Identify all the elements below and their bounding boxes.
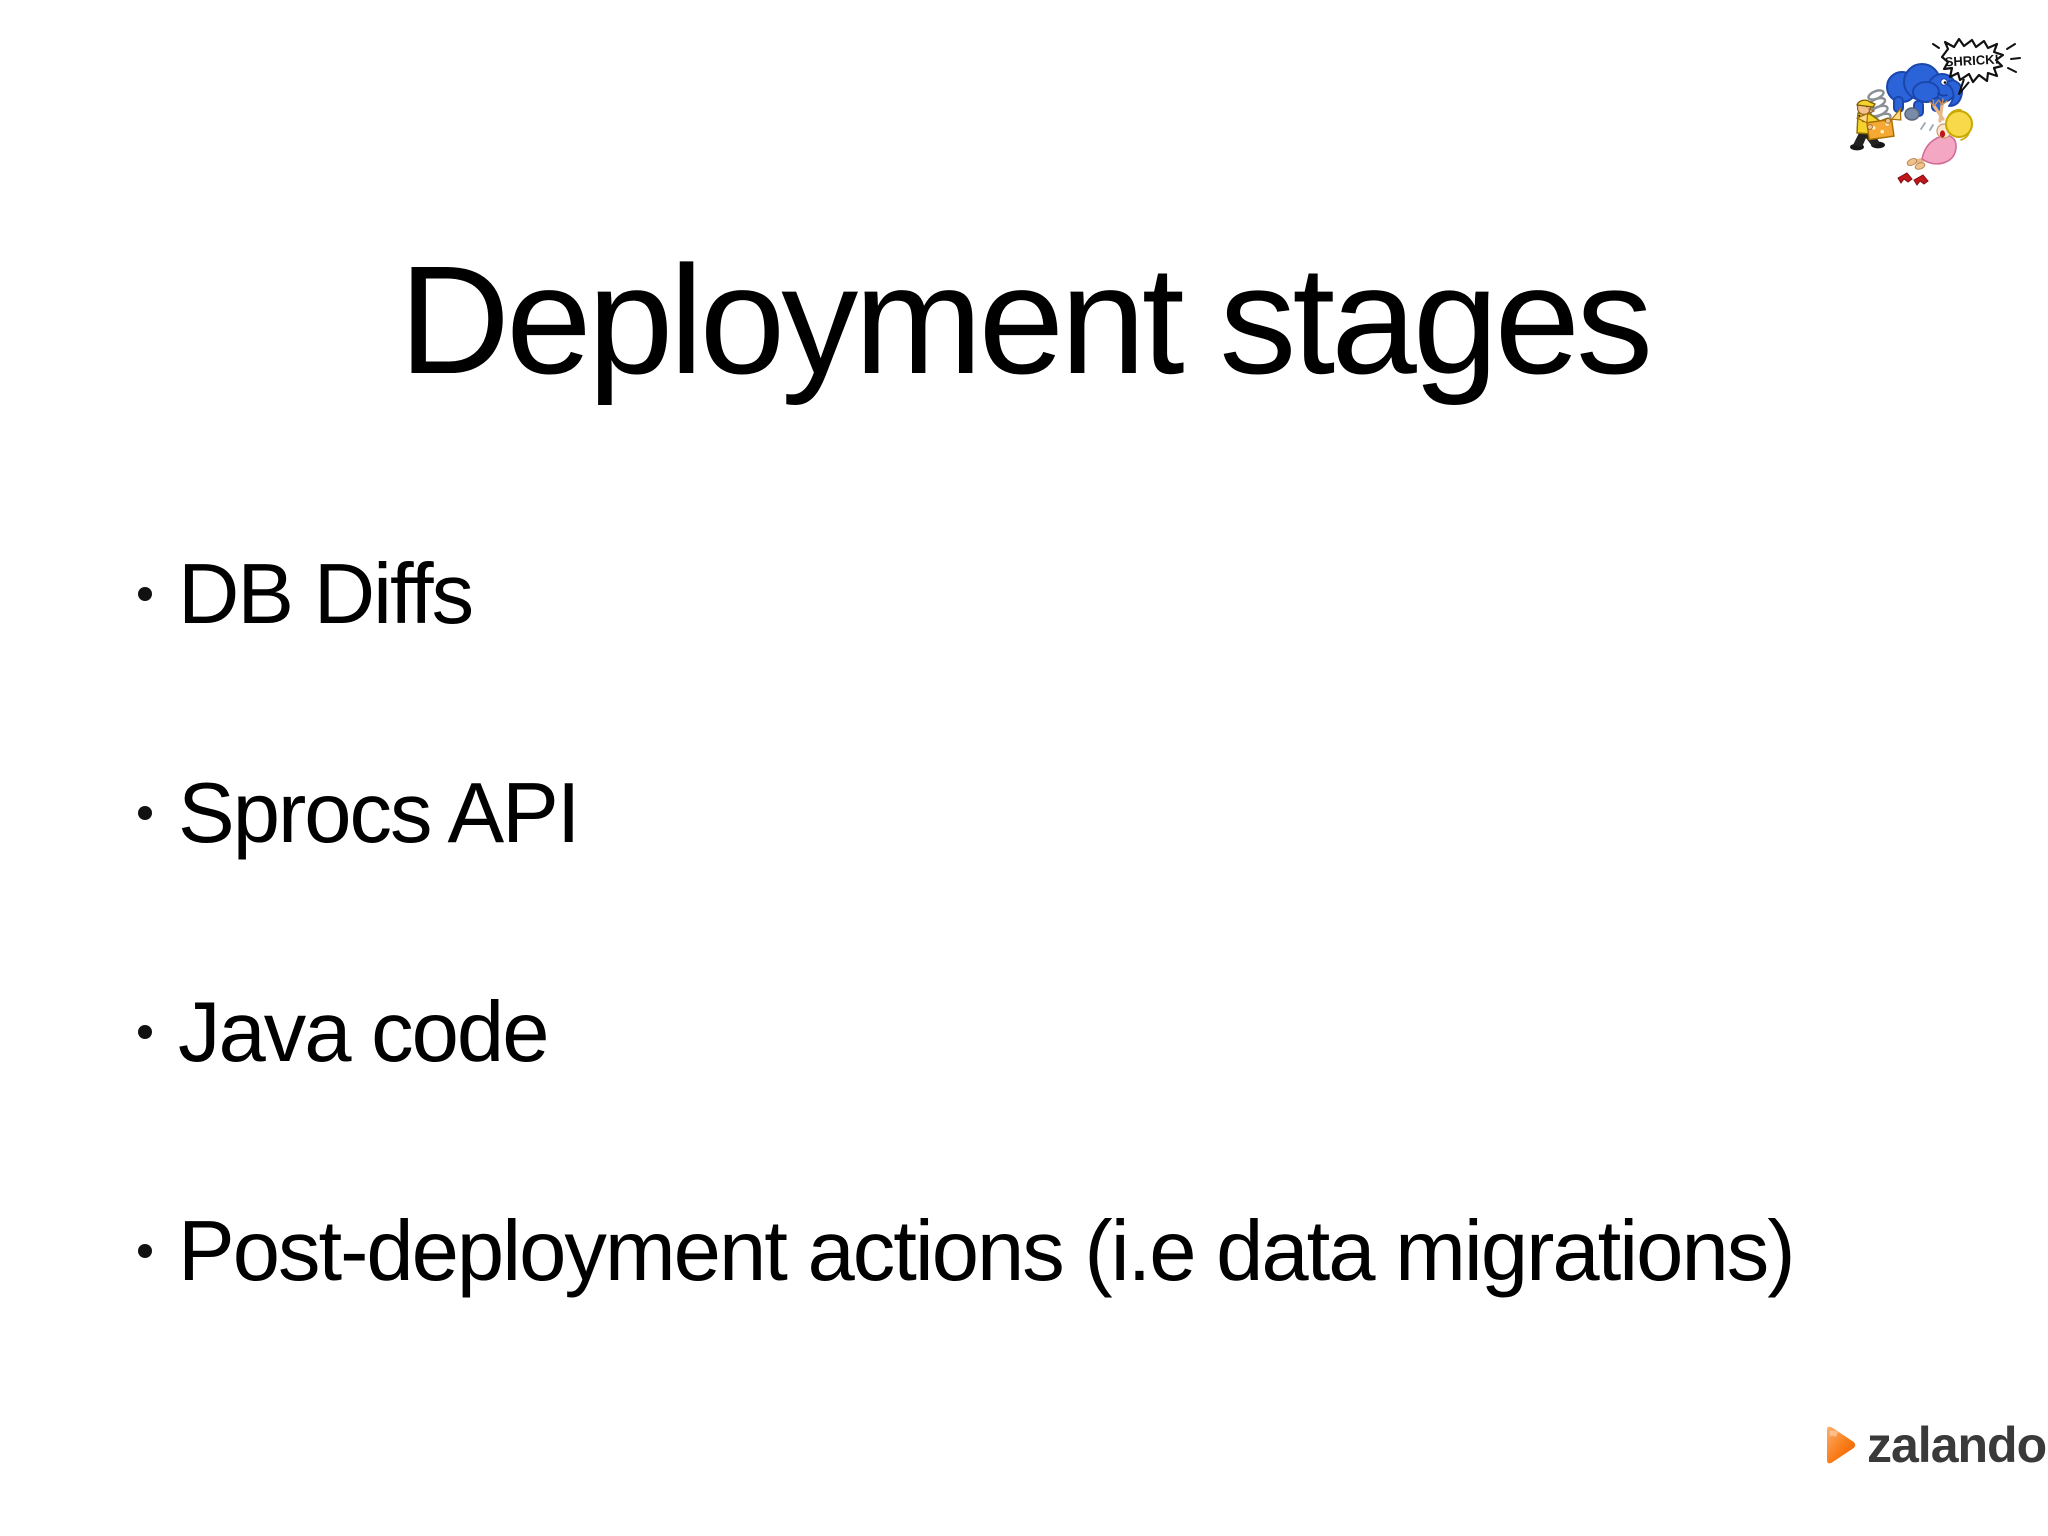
jack-in-the-box-elephant-cartoon: SHRICK! [1830,35,2040,190]
bullet-dot-icon [138,587,152,601]
bullet-dot-icon [138,1244,152,1258]
bullet-text: DB Diffs [178,547,474,642]
shrick-speech-bubble: SHRICK! [1932,37,2021,95]
shrick-text: SHRICK! [1944,52,1999,70]
bullet-dot-icon [138,806,152,820]
bullet-list: DB Diffs Sprocs API Java code Post-deplo… [138,544,1796,1420]
zalando-logo-icon [1827,1426,1856,1464]
zalando-logo: zalando [1822,1417,2047,1473]
bullet-text: Post-deployment actions (i.e data migrat… [178,1204,1796,1299]
red-shoes-icon [1897,172,1929,186]
bullet-item-java-code: Java code [138,982,1794,1084]
bullet-text: Java code [178,985,549,1080]
bullet-item-post-deployment: Post-deployment actions (i.e data migrat… [138,1201,1796,1303]
blue-elephant-icon [1886,63,1963,131]
man-with-box-icon [1850,99,1902,151]
bullet-dot-icon [138,1025,152,1039]
bullet-text: Sprocs API [178,766,580,861]
jack-in-the-box-icon [1855,107,1902,141]
cartoon-svg: SHRICK! [1850,37,2021,186]
bullet-item-sprocs-api: Sprocs API [138,763,1794,865]
zalando-wordmark: zalando [1867,1417,2047,1473]
slide-title: Deployment stages [398,234,1653,406]
shock-lines-icon [1932,43,2021,73]
screaming-woman-icon [1906,98,1973,170]
bullet-item-db-diffs: DB Diffs [138,544,1794,646]
